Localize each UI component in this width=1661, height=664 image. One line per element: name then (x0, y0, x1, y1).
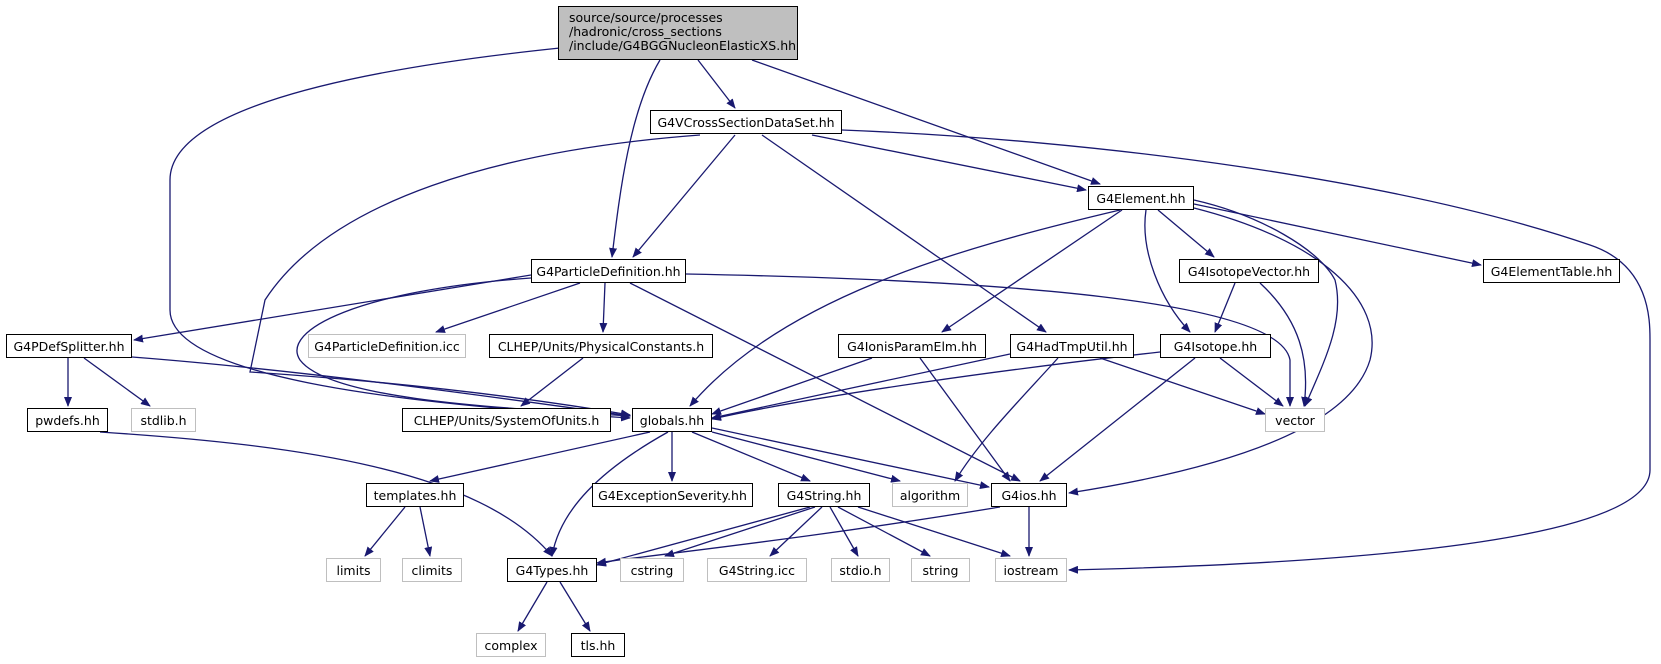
edge-isotope-to-globals (711, 351, 1161, 421)
edge-element-to-globals (689, 209, 1121, 407)
node-iostream[interactable]: iostream (995, 558, 1067, 582)
node-g4exceptionseverity[interactable]: G4ExceptionSeverity.hh (592, 483, 753, 507)
edge-isotopevector-to-isotope (1214, 282, 1236, 333)
edge-particledefinition-to-pdefsplitter (133, 274, 532, 343)
edge-pdefsplitter-to-globals (131, 356, 631, 419)
edge-templates-to-limits (364, 506, 406, 557)
edge-g4types-to-tls (559, 581, 591, 632)
node-g4hadtmputil[interactable]: G4HadTmpUtil.hh (1010, 334, 1134, 358)
edge-particledefinition-to-icc (435, 282, 581, 333)
node-climits[interactable]: climits (402, 558, 462, 582)
node-templates[interactable]: templates.hh (366, 483, 464, 507)
node-clhep-systemofunits[interactable]: CLHEP/Units/SystemOfUnits.h (402, 408, 611, 432)
edge-element-to-ionisparam (941, 209, 1123, 333)
node-complex[interactable]: complex (476, 633, 546, 657)
edge-globals-to-algorithm (711, 431, 901, 483)
node-limits[interactable]: limits (326, 558, 381, 582)
root-file-line-3: /include/G4BGGNucleonElasticXS.hh (569, 38, 797, 53)
edge-hadtmputil-to-globals (711, 353, 1011, 421)
node-g4isotope[interactable]: G4Isotope.hh (1160, 334, 1271, 358)
node-stdio[interactable]: stdio.h (831, 558, 890, 582)
edge-g4ios-to-g4types (596, 506, 1001, 566)
node-g4types[interactable]: G4Types.hh (507, 558, 597, 582)
node-g4isotopevector[interactable]: G4IsotopeVector.hh (1179, 259, 1319, 283)
node-g4vcrosssectiondataset[interactable]: G4VCrossSectionDataSet.hh (650, 110, 842, 134)
edge-vcross-to-hadtmputil (761, 134, 1047, 333)
edge-root-to-globals (169, 47, 631, 422)
edge-g4string-to-iostream (857, 506, 1011, 558)
node-g4pdefsplitter[interactable]: G4PDefSplitter.hh (6, 334, 132, 358)
node-globals[interactable]: globals.hh (632, 408, 712, 432)
edge-particledefinition-to-globals (296, 277, 631, 420)
node-tls[interactable]: tls.hh (571, 633, 625, 657)
edge-vcross-to-iostream (841, 129, 1651, 574)
edge-vcross-to-particledefinition (632, 134, 736, 258)
node-stdlib[interactable]: stdlib.h (131, 408, 196, 432)
node-pwdefs[interactable]: pwdefs.hh (27, 408, 108, 432)
edge-globals-to-g4ios (711, 427, 990, 490)
edge-ionisparam-to-globals (711, 357, 873, 415)
edge-root-to-particledefinition (609, 59, 661, 258)
edge-isotopevector-to-vector (1259, 282, 1310, 407)
edge-vcross-to-element (811, 134, 1087, 193)
root-file-line-2: /hadronic/cross_sections (569, 24, 722, 39)
node-g4ios[interactable]: G4ios.hh (991, 483, 1067, 507)
edge-physconst-to-systemofunits (520, 357, 584, 407)
edge-particledefinition-to-physconst (599, 282, 608, 333)
node-g4string-icc[interactable]: G4String.icc (707, 558, 807, 582)
node-algorithm[interactable]: algorithm (892, 483, 968, 507)
edge-isotope-to-g4ios (1039, 357, 1196, 482)
edge-globals-to-g4string (691, 431, 811, 482)
edge-g4string-to-string (837, 506, 931, 557)
edge-element-to-g4ios (1068, 207, 1373, 496)
node-string[interactable]: string (911, 558, 970, 582)
node-g4ionisparamelm[interactable]: G4IonisParamElm.hh (838, 334, 986, 358)
edge-globals-to-templates (429, 431, 651, 483)
edge-isotope-to-vector (1219, 357, 1284, 407)
edge-pdefsplitter-to-stdlib (83, 357, 151, 407)
node-g4element[interactable]: G4Element.hh (1088, 186, 1194, 210)
node-g4particledefinition-icc[interactable]: G4ParticleDefinition.icc (308, 334, 466, 358)
edge-root-to-vcross (697, 59, 736, 109)
edge-templates-to-climits (419, 506, 433, 557)
edge-g4string-to-stdio (829, 506, 859, 557)
edge-root-to-element (751, 59, 1101, 185)
node-clhep-physicalconstants[interactable]: CLHEP/Units/PhysicalConstants.h (489, 334, 713, 358)
edge-hadtmputil-to-algorithm (954, 357, 1059, 482)
edge-element-to-isotope (1144, 209, 1191, 333)
edge-g4string-to-g4types (596, 506, 811, 567)
edge-element-to-isotopevector (1157, 209, 1215, 258)
edge-pwdefs-to-g4types (99, 431, 553, 557)
node-g4string[interactable]: G4String.hh (778, 483, 870, 507)
edge-g4types-to-complex (517, 581, 548, 632)
node-g4elementtable[interactable]: G4ElementTable.hh (1483, 259, 1620, 283)
edge-particledefinition-to-g4ios (629, 282, 1021, 482)
edge-vcross-to-globals (249, 134, 701, 418)
node-vector[interactable]: vector (1265, 408, 1325, 432)
root-file-node[interactable]: source/source/processes /hadronic/cross_… (558, 6, 798, 60)
edge-globals-to-g4types (549, 431, 669, 557)
root-file-line-1: source/source/processes (569, 10, 723, 25)
node-cstring[interactable]: cstring (620, 558, 684, 582)
edge-element-to-vector (1193, 199, 1339, 407)
edge-g4string-to-cstring (664, 506, 816, 558)
edge-particledefinition-to-vector (685, 273, 1294, 407)
edge-g4string-to-g4string-icc (769, 506, 823, 557)
edge-ionisparam-to-g4ios (919, 357, 1011, 482)
edge-hadtmputil-to-vector (1099, 357, 1266, 415)
node-g4particledefinition[interactable]: G4ParticleDefinition.hh (531, 259, 686, 283)
